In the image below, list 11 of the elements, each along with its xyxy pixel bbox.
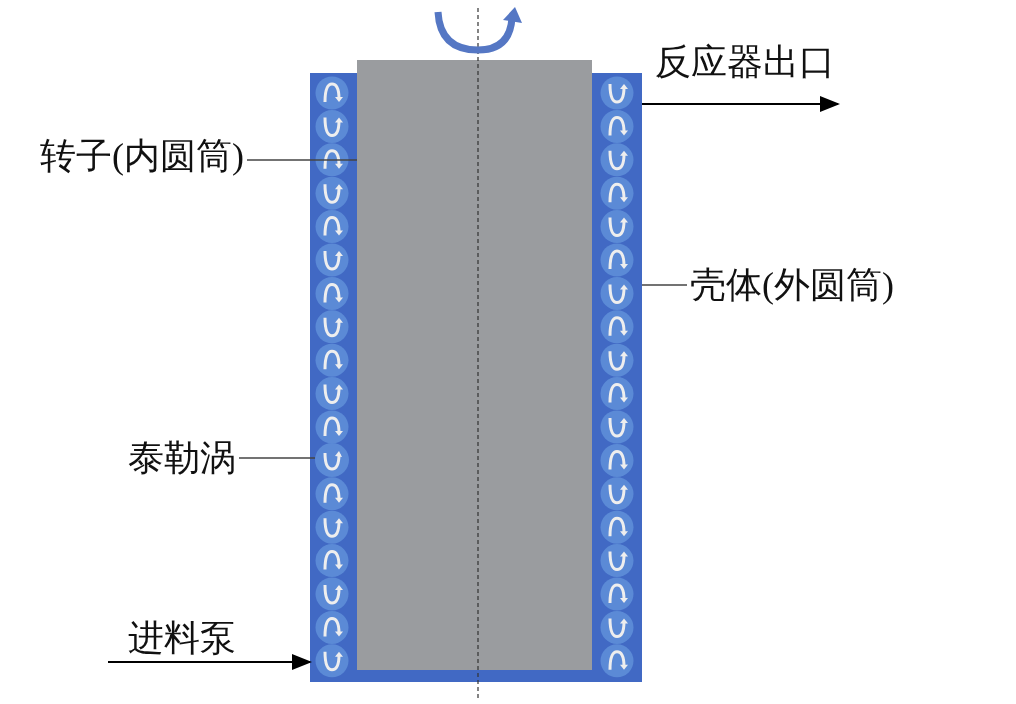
leader-line bbox=[246, 159, 358, 161]
part-label: 壳体(外圆筒) bbox=[690, 265, 894, 305]
edge-label: 反应器出口 bbox=[655, 42, 835, 82]
edge-label: 进料泵 bbox=[128, 618, 236, 658]
vortex-circle bbox=[315, 443, 349, 477]
arrow bbox=[107, 654, 312, 670]
part-label: 泰勒涡 bbox=[128, 438, 236, 478]
part-label: 转子(内圆筒) bbox=[40, 136, 244, 176]
arrow bbox=[641, 96, 840, 112]
leader-line bbox=[641, 284, 688, 286]
leader-line bbox=[238, 457, 316, 459]
